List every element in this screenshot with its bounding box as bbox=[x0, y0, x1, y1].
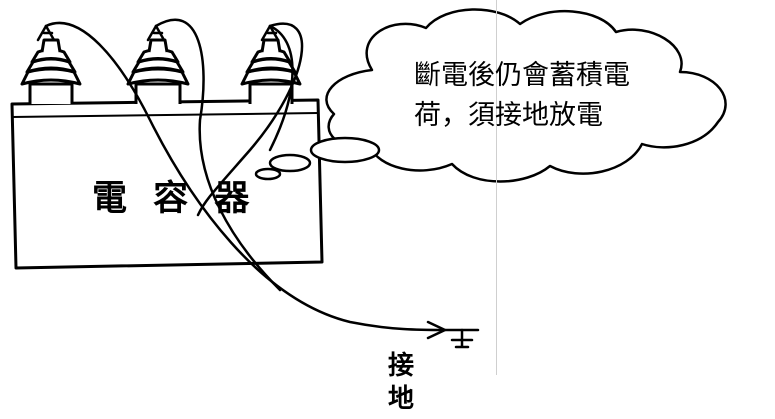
ground-label: 接 地 bbox=[384, 350, 418, 416]
callout-text: 斷電後仍會蓄積電 荷，須接地放電 bbox=[414, 56, 684, 136]
callout-line-2: 荷，須接地放電 bbox=[414, 100, 603, 131]
terminal-clips bbox=[36, 24, 280, 42]
ground-label-char-1: 接 bbox=[387, 351, 414, 381]
capacitor-top-edge bbox=[11, 112, 319, 118]
thought-bubble-medium bbox=[268, 153, 312, 173]
callout-line-1: 斷電後仍會蓄積電 bbox=[414, 60, 630, 91]
bushing-right bbox=[240, 38, 302, 104]
thought-bubble-large bbox=[309, 136, 381, 164]
capacitor-label: 電 容 器 bbox=[92, 179, 257, 219]
bushing-left bbox=[20, 38, 82, 104]
bushing-middle bbox=[126, 38, 190, 104]
panel-divider bbox=[496, 0, 497, 375]
thought-bubble-small bbox=[254, 167, 282, 181]
capacitor-body bbox=[10, 98, 324, 270]
ground-label-char-2: 地 bbox=[387, 384, 414, 414]
ground-symbol-icon bbox=[444, 328, 480, 349]
grounding-wires bbox=[44, 18, 447, 332]
